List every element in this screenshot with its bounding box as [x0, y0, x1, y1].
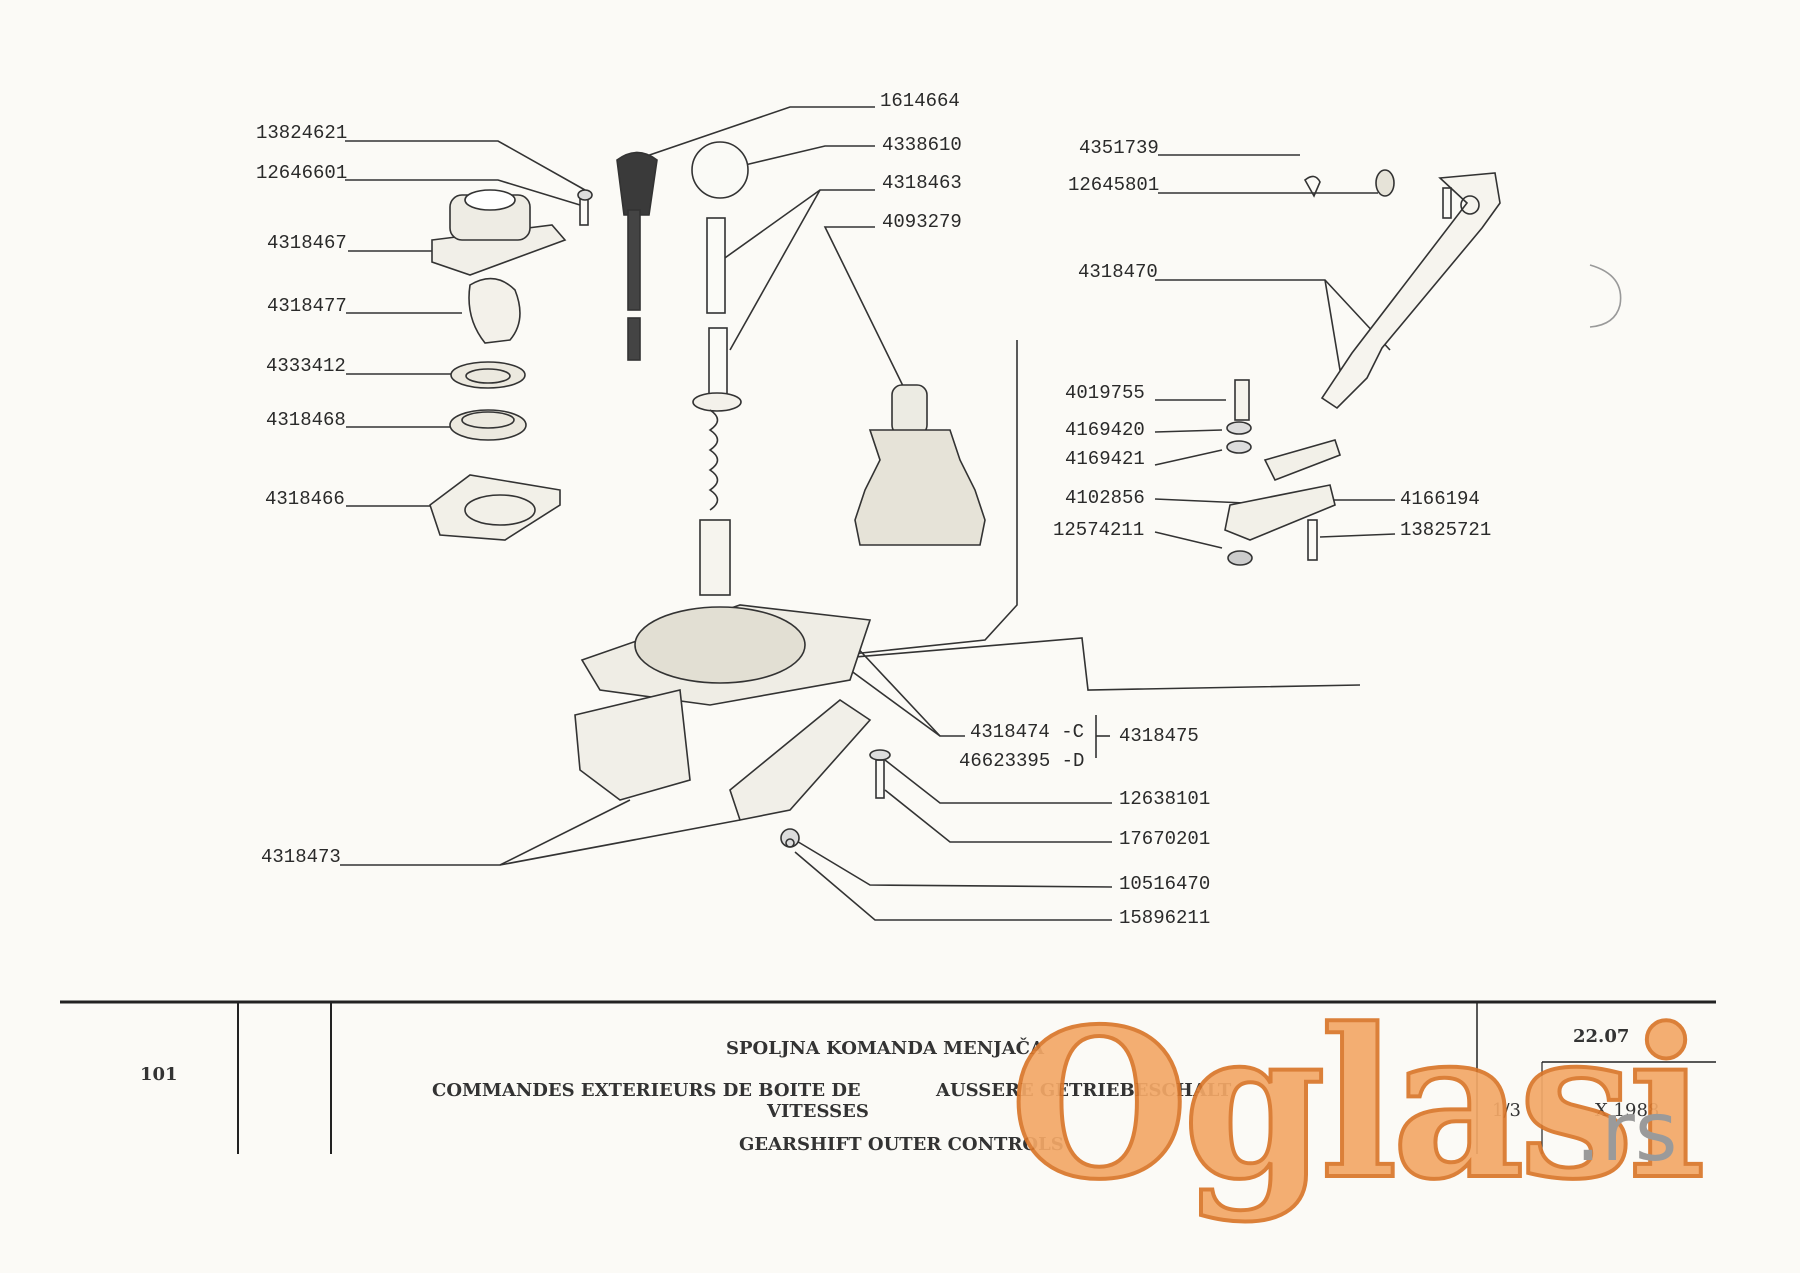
part-number-label: 10516470	[1119, 873, 1211, 895]
watermark-suffix: .rs	[1575, 1085, 1678, 1180]
part-number-label: 4333412	[266, 355, 346, 377]
part-number-label: 4351739	[1079, 137, 1159, 159]
part-number-label: 4093279	[882, 211, 962, 233]
part-number-label: 4169420	[1065, 419, 1145, 441]
part-number-label: 4318473	[261, 846, 341, 868]
part-number-label: 4318467	[267, 232, 347, 254]
part-number-label: 15896211	[1119, 907, 1211, 929]
part-number-label: 12638101	[1119, 788, 1211, 810]
part-number-label: 4318475	[1119, 725, 1199, 747]
title-french-line2: VITESSES	[767, 1101, 869, 1122]
part-number-label: 4318468	[266, 409, 346, 431]
sheet-number: 1/3	[1492, 1100, 1521, 1121]
part-number-label: 13825721	[1400, 519, 1492, 541]
title-french-line1: COMMANDES EXTERIEURS DE BOITE DE	[432, 1080, 861, 1101]
title-serbian: SPOLJNA KOMANDA MENJAČA	[726, 1038, 1044, 1059]
part-number-label: 1614664	[880, 90, 960, 112]
part-number-label: 4338610	[882, 134, 962, 156]
part-number-label: 12574211	[1053, 519, 1145, 541]
title-german: AUSSERE GETRIEBESCHALT	[936, 1080, 1232, 1101]
revision-date: X 1988	[1595, 1100, 1660, 1121]
title-english: GEARSHIFT OUTER CONTROLS	[739, 1134, 1064, 1155]
part-number-label: 4318477	[267, 295, 347, 317]
part-number-label: 4318463	[882, 172, 962, 194]
part-number-label: 4169421	[1065, 448, 1145, 470]
part-number-label: 4019755	[1065, 382, 1145, 404]
part-number-label: 46623395 -D	[959, 750, 1085, 772]
part-number-label: 12645801	[1068, 174, 1160, 196]
part-number-label: 17670201	[1119, 828, 1211, 850]
watermark-logo: Oglasi	[1008, 983, 1708, 1227]
part-number-label: 4102856	[1065, 487, 1145, 509]
part-number-label: 4318466	[265, 488, 345, 510]
part-number-label: 12646601	[256, 162, 348, 184]
section-code: 22.07	[1573, 1026, 1630, 1047]
part-number-label: 4318474 -C	[970, 721, 1085, 743]
part-number-label: 4166194	[1400, 488, 1480, 510]
part-number-label: 13824621	[256, 122, 348, 144]
page-number: 101	[140, 1064, 178, 1085]
part-number-label: 4318470	[1078, 261, 1158, 283]
